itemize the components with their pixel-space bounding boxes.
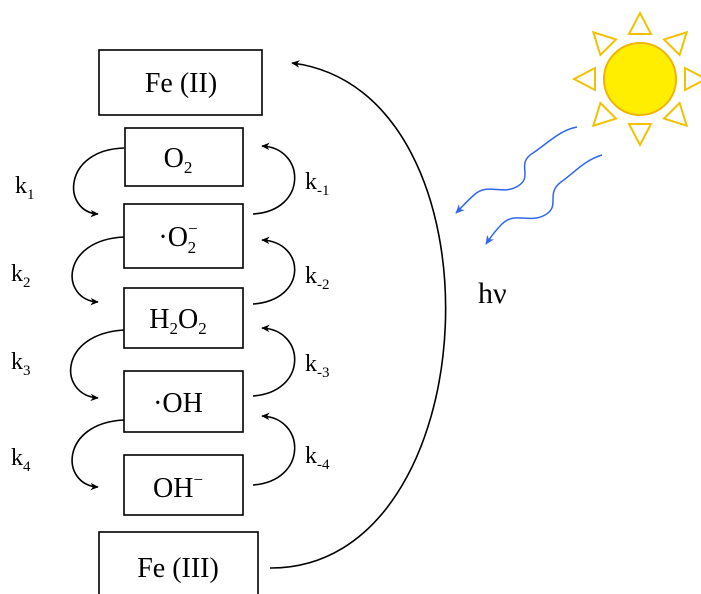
o2-label: O2 xyxy=(164,143,193,177)
sun-core xyxy=(603,42,677,116)
k4-label: k4 xyxy=(11,445,31,475)
hydroxyl-radical-label: ·OH xyxy=(153,388,203,419)
k-3-label: k-3 xyxy=(305,351,330,381)
forward-arrow-k3 xyxy=(69,329,125,402)
h2o2-node: H2O2 xyxy=(123,287,244,349)
k3-label: k3 xyxy=(11,349,31,379)
superoxide-node: ·O−2 xyxy=(123,203,244,269)
k2-label: k2 xyxy=(11,261,31,291)
k1-label: k1 xyxy=(15,173,35,203)
sun-ray xyxy=(662,101,689,128)
light-label: hν xyxy=(478,277,507,310)
k-4-label: k-4 xyxy=(305,443,330,473)
forward-arrow-k2 xyxy=(71,236,125,306)
hydroxyl-radical-node: ·OH xyxy=(123,370,244,433)
sun-ray xyxy=(591,30,618,57)
sun-rays xyxy=(571,10,701,148)
fe3-to-fe2-arrow xyxy=(269,60,447,569)
superoxide-label: ·O−2 xyxy=(158,219,197,257)
hydroxide-label: OH− xyxy=(153,470,203,504)
sun-ray xyxy=(591,101,618,128)
hydroxide-node: OH− xyxy=(123,454,244,516)
reverse-arrow-k-1 xyxy=(252,142,296,215)
fe3-label: Fe (III) xyxy=(137,553,219,584)
forward-arrow-k1 xyxy=(72,147,125,218)
sun-ray xyxy=(684,66,701,92)
fe2-label: Fe (II) xyxy=(145,68,217,99)
sun-ray xyxy=(571,66,596,92)
reverse-arrow-k-4 xyxy=(252,412,296,486)
fe3-node: Fe (III) xyxy=(98,531,259,594)
sun-ray xyxy=(627,123,653,148)
reverse-arrow-k-3 xyxy=(252,324,296,397)
reverse-arrow-k-2 xyxy=(252,236,296,305)
k-1-label: k-1 xyxy=(305,169,330,199)
forward-arrow-k4 xyxy=(71,419,125,491)
sun-ray xyxy=(627,10,653,35)
fe2-node: Fe (II) xyxy=(98,49,263,116)
sun-icon xyxy=(571,10,701,148)
o2-node: O2 xyxy=(124,127,244,187)
sun-ray xyxy=(662,30,689,57)
light-wave-icon xyxy=(455,126,603,245)
k-2-label: k-2 xyxy=(305,263,330,293)
h2o2-label: H2O2 xyxy=(149,304,206,338)
